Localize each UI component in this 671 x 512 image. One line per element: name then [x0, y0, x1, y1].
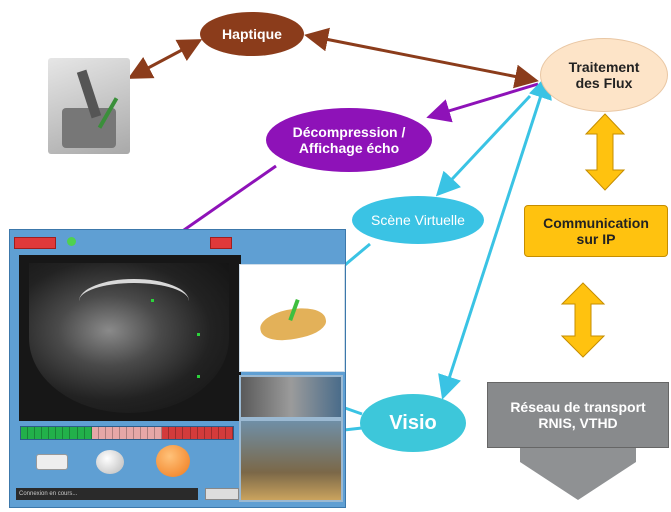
- arrow-haptique-traitement: [304, 27, 539, 89]
- signal-bar-segment: [112, 427, 120, 439]
- signal-bar-segment: [162, 427, 170, 439]
- signal-bar-segment: [190, 427, 198, 439]
- signal-bar-segment: [134, 427, 142, 439]
- signal-bar-segment: [21, 427, 29, 439]
- signal-bar-segment: [126, 427, 134, 439]
- signal-bar-segment: [169, 427, 177, 439]
- arrow-traitement-scene: [435, 94, 532, 197]
- control-button-2[interactable]: [96, 450, 124, 474]
- signal-bar-segment: [211, 427, 219, 439]
- signal-bar-segment: [119, 427, 127, 439]
- signal-bar-segment: [155, 427, 163, 439]
- signal-bar-segment: [42, 427, 50, 439]
- signal-bar-segment: [63, 427, 71, 439]
- node-visio: Visio: [360, 394, 466, 452]
- node-decompression-affichage: Décompression / Affichage écho: [266, 108, 432, 172]
- signal-bar-segment: [225, 427, 233, 439]
- signal-bar-segment: [28, 427, 36, 439]
- node-communication-ip: Communication sur IP: [524, 205, 668, 257]
- arrow-device-haptique: [127, 39, 203, 79]
- signal-bar-segment: [148, 427, 156, 439]
- top-right-button[interactable]: [210, 237, 232, 249]
- signal-bar-segment: [70, 427, 78, 439]
- node-traitement-des-flux: Traitement des Flux: [540, 38, 668, 112]
- signal-bar-segment: [141, 427, 149, 439]
- haptic-device-image: [48, 58, 130, 154]
- down-arrow-reseau: [520, 448, 636, 500]
- signal-bar: [20, 426, 234, 440]
- control-button-1[interactable]: [36, 454, 68, 470]
- signal-bar-segment: [98, 427, 106, 439]
- signal-bar-segment: [183, 427, 191, 439]
- signal-bar-segment: [49, 427, 57, 439]
- signal-bar-segment: [84, 427, 92, 439]
- video-view: [239, 375, 343, 502]
- control-button-3[interactable]: [156, 445, 190, 477]
- signal-bar-segment: [77, 427, 85, 439]
- signal-bar-segment: [91, 427, 99, 439]
- signal-bar-segment: [105, 427, 113, 439]
- double-arrow-lower: [560, 282, 606, 358]
- arrow-traitement-decomp: [426, 82, 539, 123]
- signal-bar-segment: [35, 427, 43, 439]
- virtual-scene-view: [239, 264, 345, 372]
- status-led: [67, 237, 76, 246]
- application-screenshot: Connexion en cours...: [9, 229, 346, 508]
- node-reseau-transport: Réseau de transport RNIS, VTHD: [487, 382, 669, 448]
- signal-bar-segment: [197, 427, 205, 439]
- status-field: Connexion en cours...: [16, 488, 198, 500]
- node-haptique: Haptique: [200, 12, 304, 56]
- ultrasound-view: [19, 255, 241, 421]
- signal-bar-segment: [56, 427, 64, 439]
- status-button[interactable]: [205, 488, 239, 500]
- signal-bar-segment: [176, 427, 184, 439]
- node-scene-virtuelle: Scène Virtuelle: [352, 196, 484, 244]
- double-arrow-upper: [584, 113, 626, 191]
- signal-bar-segment: [218, 427, 226, 439]
- top-left-button[interactable]: [14, 237, 56, 249]
- signal-bar-segment: [204, 427, 212, 439]
